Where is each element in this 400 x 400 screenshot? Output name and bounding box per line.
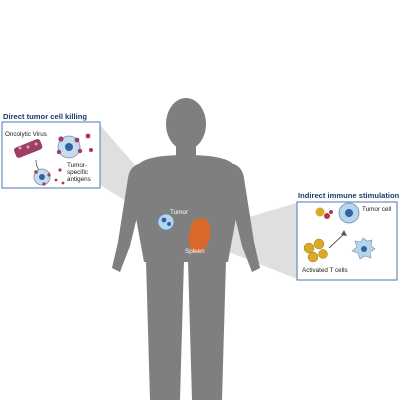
t-cell-cluster-icon — [303, 238, 328, 263]
infected-tumor-cell-icon — [56, 135, 83, 159]
right-leg — [188, 260, 226, 400]
oncolytic-virus-icon — [14, 139, 43, 158]
tumor-cell-icon — [338, 202, 360, 224]
human-silhouette — [112, 98, 260, 400]
lysed-tumor-cell-icon — [33, 168, 51, 186]
spleen-label: Spleen — [185, 248, 205, 255]
left-panel-title: Direct tumor cell killing — [3, 112, 87, 121]
t-cell-label: Activated T cells — [302, 267, 348, 274]
virus-label: Oncolytic Virus — [5, 131, 47, 138]
spiky-tumor-cell-icon — [351, 237, 376, 260]
spleen-organ — [188, 218, 211, 253]
left-arm — [112, 163, 144, 272]
body-tumor — [157, 213, 175, 231]
left-leg — [146, 260, 184, 400]
activation-arrow-icon — [328, 230, 347, 249]
antigen-label-line3: antigens — [67, 176, 91, 183]
right-panel-title: Indirect immune stimulation — [298, 191, 400, 200]
head — [166, 98, 206, 150]
antigen-label-line2: specific — [67, 169, 88, 176]
dendritic-cell-icon — [315, 207, 333, 219]
antigen-label-line1: Tumor- — [67, 162, 88, 169]
right-arm — [228, 163, 260, 272]
torso — [136, 155, 236, 262]
virus-particle-icon — [85, 133, 93, 152]
tumor-cell-label: Tumor cell — [362, 206, 392, 213]
neck — [176, 143, 196, 158]
tumor-label: Tumor — [170, 209, 188, 216]
antigen-dots-icon — [54, 168, 65, 185]
